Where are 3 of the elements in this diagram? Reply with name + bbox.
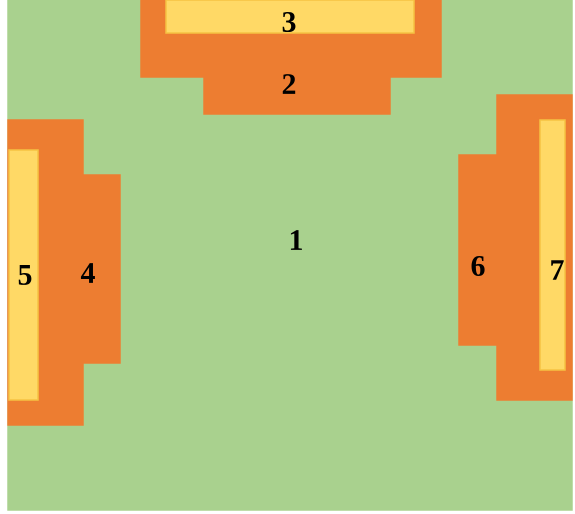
- strip: 7: [539, 119, 566, 371]
- strip: 3: [165, 0, 415, 34]
- strip: 5: [8, 149, 39, 401]
